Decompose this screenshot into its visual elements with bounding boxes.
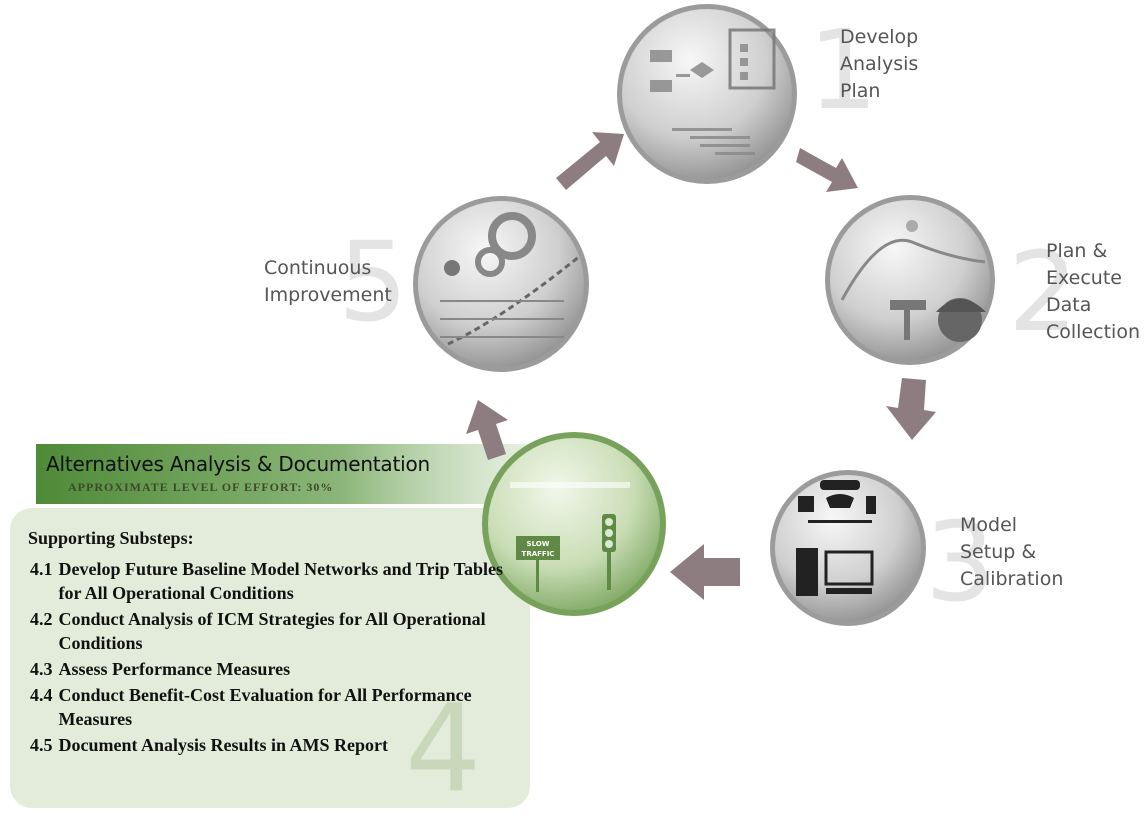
step-number-4: 4 [405, 680, 481, 819]
substep-number: 4.5 [30, 735, 53, 755]
step-5-line-1: Continuous [264, 257, 372, 279]
step-1-line-3: Plan [840, 80, 881, 102]
substeps-heading: Supporting Substeps: [28, 528, 194, 548]
step-2-line-1: Plan & [1046, 240, 1108, 262]
step-circle-4: SLOW TRAFFIC [482, 432, 666, 616]
flowchart-checklist-icon [650, 28, 776, 155]
step-3-line-1: Model [960, 514, 1018, 536]
step-circle-3 [770, 470, 926, 626]
substep-item: 4.3 Assess Performance Measures [28, 657, 508, 681]
effort-level: APPROXIMATE LEVEL OF EFFORT: 30% [68, 480, 334, 494]
alternatives-banner: Alternatives Analysis & Documentation AP… [36, 444, 596, 504]
sign-text-slow: SLOW [527, 540, 550, 548]
gears-trend-chart-icon [440, 212, 581, 346]
step-label-3: Model Setup & Calibration [960, 512, 1063, 593]
step-2-line-4: Collection [1046, 321, 1140, 343]
substep-text: Conduct Benefit-Cost Evaluation for All … [58, 685, 472, 729]
step-3-line-2: Setup & [960, 541, 1037, 563]
step-label-2: Plan & Execute Data Collection [1046, 238, 1140, 346]
substep-text: Develop Future Baseline Model Networks a… [58, 559, 504, 603]
substeps-panel [10, 508, 530, 808]
substep-item: 4.1 Develop Future Baseline Model Networ… [28, 557, 508, 605]
step-number-1: 1 [808, 6, 878, 134]
step-1-line-1: Develop [840, 26, 919, 48]
substep-item: 4.2 Conduct Analysis of ICM Strategies f… [28, 607, 508, 655]
cycle-arrow-icon [466, 132, 936, 600]
step-2-line-3: Data [1046, 294, 1092, 316]
survey-worker-icon [840, 220, 986, 342]
parking-car-signal-computer-icon [796, 480, 876, 596]
step-circle-2 [825, 195, 995, 365]
step-5-line-2: Improvement [264, 284, 392, 306]
step-circle-5 [413, 196, 589, 372]
step-number-5: 5 [338, 218, 408, 346]
substep-text: Document Analysis Results in AMS Report [58, 735, 389, 755]
alternatives-title: Alternatives Analysis & Documentation [46, 452, 430, 476]
substep-number: 4.1 [30, 559, 53, 579]
substep-item: 4.5 Document Analysis Results in AMS Rep… [28, 733, 508, 757]
substep-number: 4.4 [30, 685, 53, 705]
step-circle-1 [617, 4, 797, 184]
substep-item: 4.4 Conduct Benefit-Cost Evaluation for … [28, 683, 508, 731]
step-1-line-2: Analysis [840, 53, 919, 75]
step-label-5: Continuous Improvement [264, 255, 392, 309]
substep-text: Assess Performance Measures [58, 659, 291, 679]
slow-traffic-sign-signal-icon: SLOW TRAFFIC [510, 482, 630, 592]
step-3-line-3: Calibration [960, 568, 1064, 590]
step-label-1: Develop Analysis Plan [840, 24, 918, 105]
step-number-2: 2 [1008, 228, 1078, 356]
substep-number: 4.2 [30, 609, 53, 629]
step-number-3: 3 [925, 498, 995, 626]
sign-text-traffic: TRAFFIC [522, 550, 555, 558]
substep-text: Conduct Analysis of ICM Strategies for A… [58, 609, 486, 653]
substep-number: 4.3 [30, 659, 53, 679]
step-2-line-2: Execute [1046, 267, 1122, 289]
supporting-substeps: Supporting Substeps: 4.1 Develop Future … [28, 528, 508, 759]
